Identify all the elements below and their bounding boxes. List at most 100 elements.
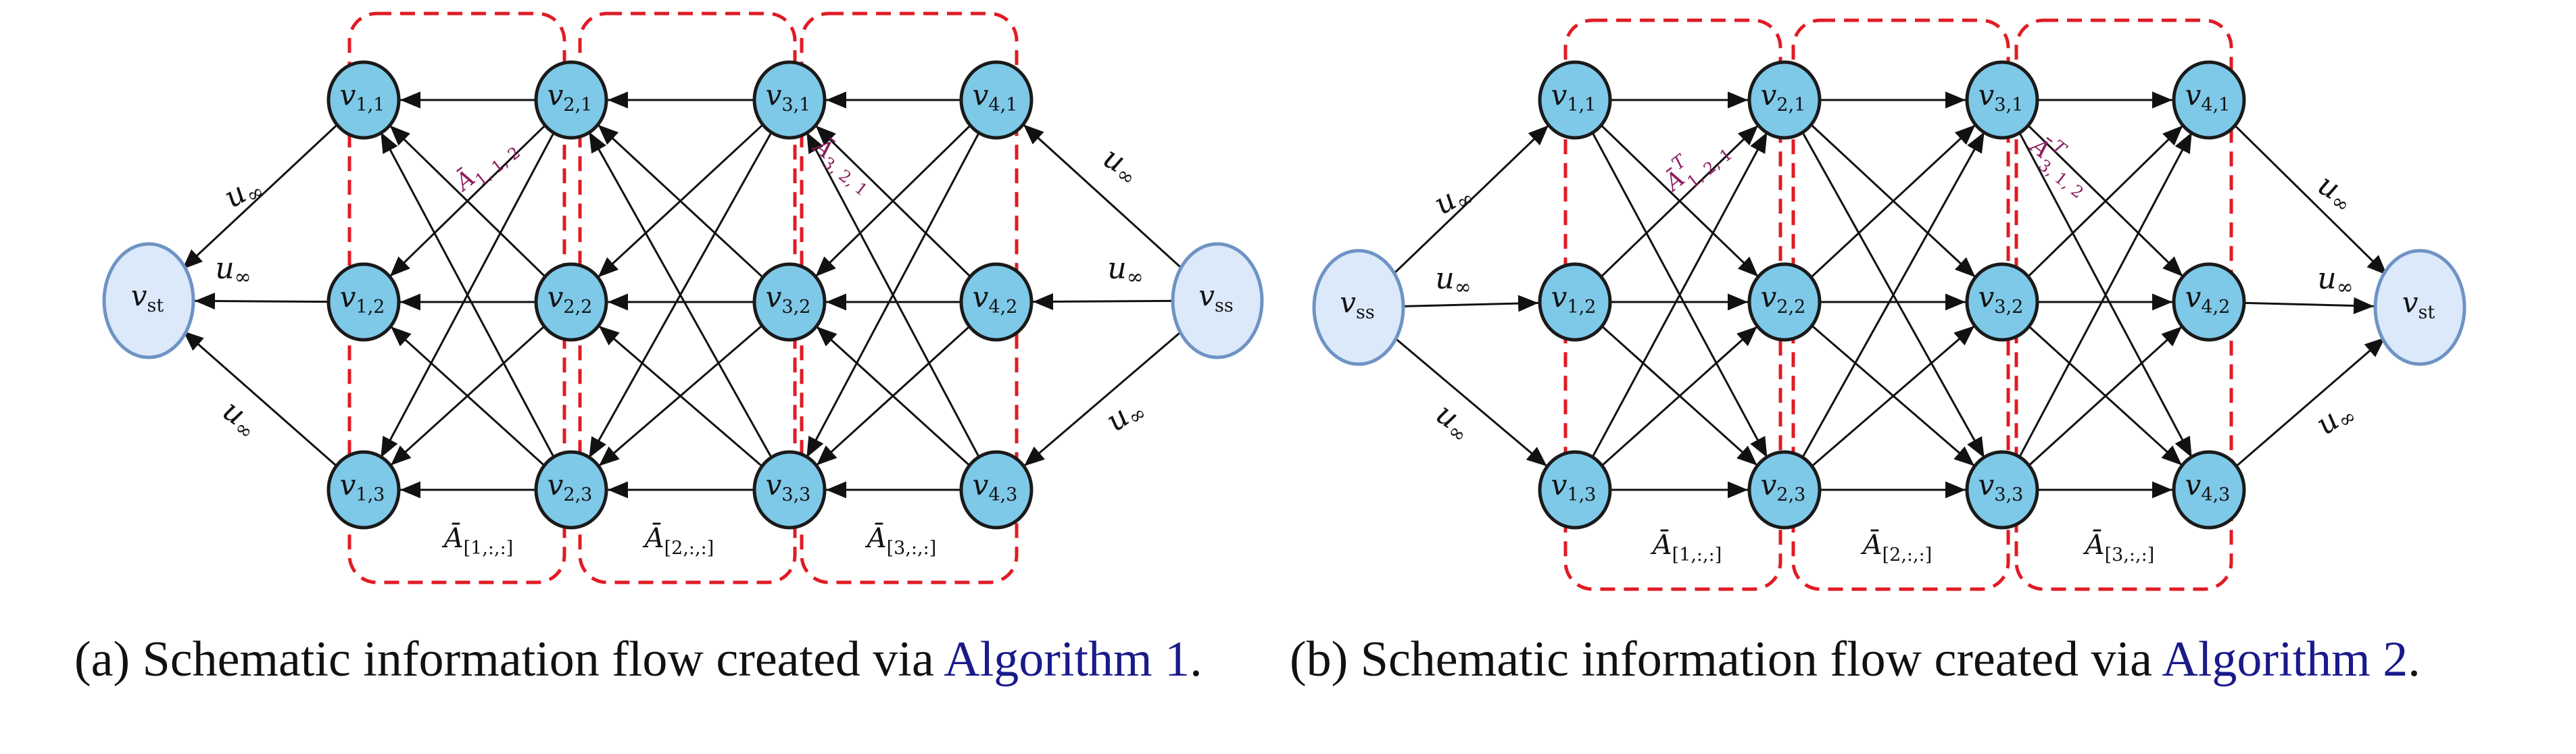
panel-b-sink-edge-1 [2233, 124, 2388, 276]
caption-a-algorithm-link[interactable]: Algorithm 1 [944, 632, 1190, 687]
panel-b-sink-label: vst [2402, 286, 2435, 323]
panel-a-source-label: vss [1198, 279, 1233, 316]
panel-b-node-3-2 [1965, 262, 2039, 342]
panel-b-edge-1-3-1 [1590, 131, 1768, 459]
panel-b-node-1-2 [1538, 262, 1612, 342]
panel-b-edge-1-2-1 [1599, 124, 1759, 278]
panel-b-sink-edge-3 [2235, 336, 2386, 468]
panel-a-node-label-1-2: v1,2 [340, 280, 385, 318]
panel-a-node-label-2-3-sub: 2,3 [563, 484, 592, 505]
panel-b-matrix-label-3-base: Ā [2083, 530, 2105, 561]
panel-b-node-label-1-1: v1,1 [1551, 78, 1597, 116]
panel-b-node-2-2 [1747, 262, 1822, 342]
panel-a-edge-annotation-2-sub: 3, 2, 1 [819, 153, 871, 199]
panel-a-node-1-1 [326, 60, 401, 140]
panel-b-edge-2-2-1 [1809, 124, 1976, 279]
panel-b-node-label-3-3-sub: 3,3 [1994, 484, 2023, 505]
panel-a-node-label-4-2: v4,2 [973, 280, 1018, 318]
panel-b-node-label-1-2: v1,2 [1551, 280, 1597, 318]
caption-b-algorithm-link[interactable]: Algorithm 2 [2162, 632, 2408, 687]
panel-b-node-label-1-1-sub: 1,1 [1567, 95, 1596, 116]
caption-b: (b) Schematic information flow created v… [1290, 632, 2421, 687]
panel-b-node-label-3-2-base: v [1978, 280, 1995, 313]
panel-a-weight-label-2: u∞ [215, 251, 251, 290]
panel-a-node-label-1-1-sub: 1,1 [356, 95, 385, 116]
panel-b-matrix-label-2: Ā[2,:,:] [1860, 530, 1933, 566]
panel-a-node-3-1 [752, 60, 827, 140]
panel-a-node-label-1-2-sub: 1,2 [356, 297, 385, 318]
panel-a-node-label-1-2-base: v [340, 280, 356, 313]
panel-b-node-label-2-2-base: v [1761, 280, 1777, 313]
panel-a-node-3-2 [752, 262, 827, 342]
panel-b-weight-label-5: u∞ [2317, 261, 2353, 300]
panel-b-matrix-label-3-sub: [3,:,:] [2105, 545, 2155, 566]
panel-a-node-2-2 [534, 262, 608, 342]
panel-b-sink-label-base: v [2402, 286, 2419, 319]
panel-b-node-label-3-3: v3,3 [1978, 468, 2024, 505]
panel-b-edge-3-3-1 [2018, 132, 2193, 459]
panel-a-node-label-2-2-base: v [548, 280, 564, 313]
panel-b-node-label-4-3-sub: 4,3 [2201, 484, 2230, 505]
panel-b-node-label-1-3: v1,3 [1551, 468, 1597, 505]
panel-b-node-label-4-3-base: v [2185, 468, 2202, 501]
panel-b-weight-label-6: u∞ [2310, 393, 2361, 445]
panel-b-weight-label-2-base: u [1435, 261, 1454, 296]
panel-a-matrix-label-1-base: Ā [441, 523, 464, 554]
panel-b-edge-3-2-1 [2026, 124, 2184, 278]
panel-a-node-label-1-3: v1,3 [340, 468, 385, 505]
panel-b-matrix-label-1: Ā[1,:,:] [1650, 530, 1722, 566]
panel-a-node-label-3-1: v3,1 [766, 78, 811, 116]
panel-b-node-3-1 [1965, 60, 2039, 140]
panel-b-edge-2-3-1 [1801, 131, 1985, 460]
panel-b-edge-2-3-2 [1810, 325, 1976, 468]
panel-b-weight-label-2-sub: ∞ [1455, 276, 1472, 299]
panel-b-source-label-sub: ss [1356, 302, 1375, 323]
panel-a-weight-label-6: u∞ [1100, 389, 1151, 441]
panel-b-weight-label-4: u∞ [2310, 167, 2360, 218]
panel-b-node-label-2-3-sub: 2,3 [1776, 484, 1805, 505]
panel-a-edge-3-3-1 [805, 132, 981, 459]
panel-a-weight-label-1: u∞ [218, 167, 268, 218]
panel-b-node-label-1-3-base: v [1551, 468, 1568, 501]
panel-b-node-2-1 [1747, 60, 1822, 140]
panel-b-matrix-label-1-base: Ā [1650, 530, 1672, 561]
panel-a-edge-annotation-1: Ā1, 1, 2 [449, 133, 523, 201]
panel-a-node-label-4-3: v4,3 [973, 468, 1018, 505]
panel-a-node-label-1-1-base: v [340, 78, 356, 111]
panel-b-matrix-label-2-base: Ā [1860, 530, 1882, 561]
panel-b-edges [1390, 91, 2388, 499]
panel-b-node-label-4-1-base: v [2185, 78, 2202, 111]
panel-a-edge-annotation-1-sub: 1, 1, 2 [471, 143, 523, 189]
panel-b-source-label-base: v [1340, 286, 1356, 319]
panel-a-edge-2-3-2 [598, 325, 764, 468]
panel-b-matrix-label-1-sub: [1,:,:] [1672, 545, 1722, 566]
panel-a-node-label-3-3-base: v [766, 468, 782, 501]
panel-b-node-label-1-3-sub: 1,3 [1567, 484, 1596, 505]
panel-b-diagram: u∞u∞u∞u∞u∞u∞v1,1v1,2v1,3v2,1v2,2v2,3v3,1… [1312, 18, 2466, 591]
panel-a-node-label-3-3-sub: 3,3 [781, 484, 810, 505]
panel-b-sink-label-sub: st [2419, 302, 2435, 323]
panel-a-node-label-2-1: v2,1 [548, 78, 593, 116]
panel-b-weight-label-5-sub: ∞ [2337, 276, 2354, 299]
panel-a-node-label-3-2: v3,2 [766, 280, 811, 318]
panel-b-node-label-4-1: v4,1 [2185, 78, 2231, 116]
panel-b-matrix-label-3: Ā[3,:,:] [2083, 530, 2155, 566]
panel-a-sink-edge-3 [183, 330, 338, 468]
panel-a-node-label-4-3-base: v [973, 468, 989, 501]
panel-b-node-label-1-2-sub: 1,2 [1567, 297, 1596, 318]
panel-a-edge-1-3-2 [390, 326, 546, 468]
panel-b-weight-label-2: u∞ [1435, 261, 1471, 300]
caption-a-text: (a) Schematic information flow created v… [74, 632, 944, 687]
panel-b-node-label-2-1-base: v [1761, 78, 1777, 111]
panel-b-node-1-1 [1538, 60, 1612, 140]
panel-a-node-4-3 [959, 450, 1034, 530]
caption-b-period: . [2408, 632, 2421, 687]
panel-a-node-label-2-1-base: v [548, 78, 564, 111]
panel-b-node-2-3 [1747, 450, 1822, 530]
panel-b-node-label-2-2-sub: 2,2 [1776, 297, 1805, 318]
panel-b-node-label-3-1-sub: 3,1 [1994, 95, 2023, 116]
panel-a-edge-1-3-1 [380, 131, 556, 459]
panel-a-node-label-2-1-sub: 2,1 [563, 95, 592, 116]
panel-a-node-label-3-2-base: v [766, 280, 782, 313]
